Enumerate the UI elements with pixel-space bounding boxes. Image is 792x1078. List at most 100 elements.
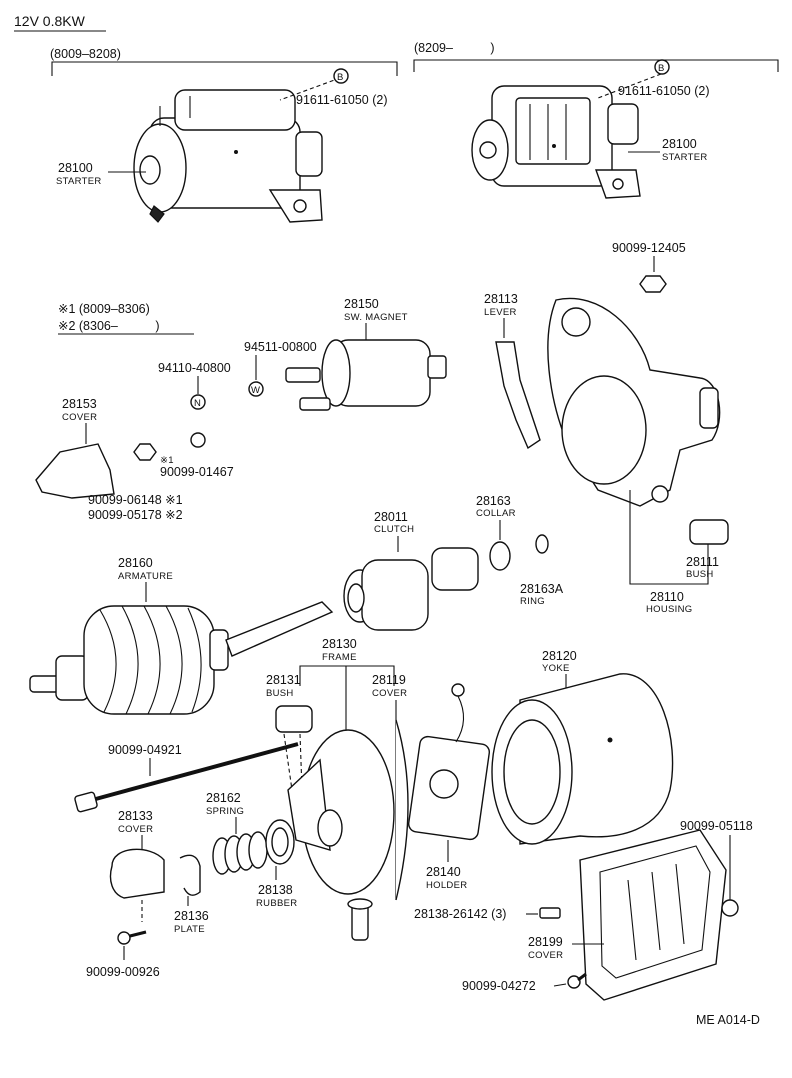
bolt-left-mark-circle: [333, 68, 349, 84]
nut-06148-number: 90099-06148 ※1: [88, 493, 183, 507]
holder-part: [407, 683, 491, 841]
bolt-04921-number: 90099-04921: [108, 743, 182, 757]
yoke-number: 28120: [542, 649, 577, 663]
cover-28153-number: 28153: [62, 397, 97, 411]
diagram-code: ME A014-D: [696, 1013, 760, 1027]
washer-w-circle: [248, 381, 264, 397]
cover-28119-bolt: [347, 898, 373, 941]
plate-name: PLATE: [174, 924, 205, 935]
starter-left-name: STARTER: [56, 176, 102, 187]
cover-28199-name: COVER: [528, 950, 563, 961]
range-left: (8009–8208): [50, 47, 121, 61]
starter-left-number: 28100: [58, 161, 93, 175]
bush-28111-name: BUSH: [686, 569, 714, 580]
collar-number: 28163: [476, 494, 511, 508]
bush-28111-number: 28111: [686, 555, 719, 569]
cover-28199-part: [579, 829, 727, 1001]
lever-part: [495, 341, 541, 450]
cover-28153-name: COVER: [62, 412, 97, 423]
starter-left-drawing: [133, 89, 323, 223]
plate-part: [179, 854, 201, 896]
range-left-bracket: [51, 61, 398, 76]
leader-bolt-left: [279, 77, 341, 101]
nut-05118-part: [721, 899, 739, 917]
bush-dashed-guide-2: [299, 733, 303, 791]
ring-part: [535, 534, 549, 554]
nut-n-number: 94110-40800: [158, 361, 231, 375]
bush-28131-number: 28131: [266, 673, 301, 687]
range-right: (8209– ): [414, 41, 495, 55]
rubber-number: 28138: [258, 883, 293, 897]
bolt-right-number: 91611-61050 (2): [618, 84, 710, 98]
ring-number: 28163A: [520, 582, 564, 596]
yoke-part: [491, 673, 674, 845]
nut-n-mark: N: [194, 398, 201, 409]
screw-00926-number: 90099-00926: [86, 965, 160, 979]
nut-n-circle: [190, 394, 206, 410]
bush-28111-part: [689, 519, 729, 545]
range-right-bracket: [413, 59, 779, 72]
cover-28119-number: 28119: [372, 673, 406, 687]
bolt-right-mark-circle: [654, 59, 670, 75]
clutch-part: [343, 547, 479, 631]
armature-number: 28160: [118, 556, 153, 570]
nut-01467-mark: ※1: [160, 455, 174, 466]
frame-number: 28130: [322, 637, 357, 651]
bolt-left-number: 91611-61050 (2): [296, 93, 388, 107]
holder-name: HOLDER: [426, 880, 467, 891]
ring-name: RING: [520, 596, 545, 607]
bolt-left-mark: B: [337, 72, 344, 83]
nut-01467-number: 90099-01467: [160, 465, 234, 479]
screw-04272-part: [567, 972, 587, 989]
screw-04272-number: 90099-04272: [462, 979, 536, 993]
collar-name: COLLAR: [476, 508, 516, 519]
housing-number: 28110: [650, 590, 684, 604]
washer-w-number: 94511-00800: [244, 340, 317, 354]
bush-dashed-guide-1: [283, 733, 293, 791]
collar-part: [489, 541, 511, 571]
screw-00926-part: [117, 930, 147, 945]
cover-28133-part: [109, 848, 165, 899]
leader-housing: [629, 490, 709, 585]
leader-bolt-right: [597, 73, 662, 99]
leader-screw-04272: [553, 983, 567, 987]
lever-name: LEVER: [484, 307, 517, 318]
starter-right-name: STARTER: [662, 152, 708, 163]
bolt-right-mark: B: [658, 63, 665, 74]
cover-28153-part: [35, 443, 115, 499]
nut-06148-part: [133, 443, 157, 461]
yoke-name: YOKE: [542, 663, 570, 674]
sw-magnet-name: SW. MAGNET: [344, 312, 408, 323]
sw-magnet-part: [285, 339, 447, 411]
cover-28119-part: [395, 719, 409, 901]
legend-note-2: ※2 (8306– ): [58, 319, 159, 333]
nut-05118-number: 90099-05118: [680, 819, 753, 833]
cover-28133-number: 28133: [118, 809, 153, 823]
frame-name: FRAME: [322, 652, 357, 663]
spring-name: SPRING: [206, 806, 244, 817]
housing-part: [547, 297, 721, 507]
brush-28138-number: 28138-26142 (3): [414, 907, 506, 921]
housing-name: HOUSING: [646, 604, 692, 615]
frame-part: [287, 729, 395, 895]
nut-05178-number: 90099-05178 ※2: [88, 508, 183, 522]
sw-magnet-number: 28150: [344, 297, 379, 311]
cover-28119-name: COVER: [372, 688, 407, 699]
nut-12405-part: [639, 275, 667, 293]
clutch-number: 28011: [374, 510, 408, 524]
starter-right-drawing: [471, 85, 641, 199]
starter-right-number: 28100: [662, 137, 697, 151]
cover-28199-number: 28199: [528, 935, 563, 949]
legend-note-1: ※1 (8009–8306): [58, 302, 150, 316]
washer-w-mark: W: [251, 385, 260, 396]
plate-number: 28136: [174, 909, 209, 923]
bush-28131-name: BUSH: [266, 688, 294, 699]
spring-number: 28162: [206, 791, 241, 805]
lever-number: 28113: [484, 292, 518, 306]
rubber-name: RUBBER: [256, 898, 297, 909]
cover-28133-name: COVER: [118, 824, 153, 835]
nut-12405-number: 90099-12405: [612, 241, 686, 255]
holder-number: 28140: [426, 865, 461, 879]
